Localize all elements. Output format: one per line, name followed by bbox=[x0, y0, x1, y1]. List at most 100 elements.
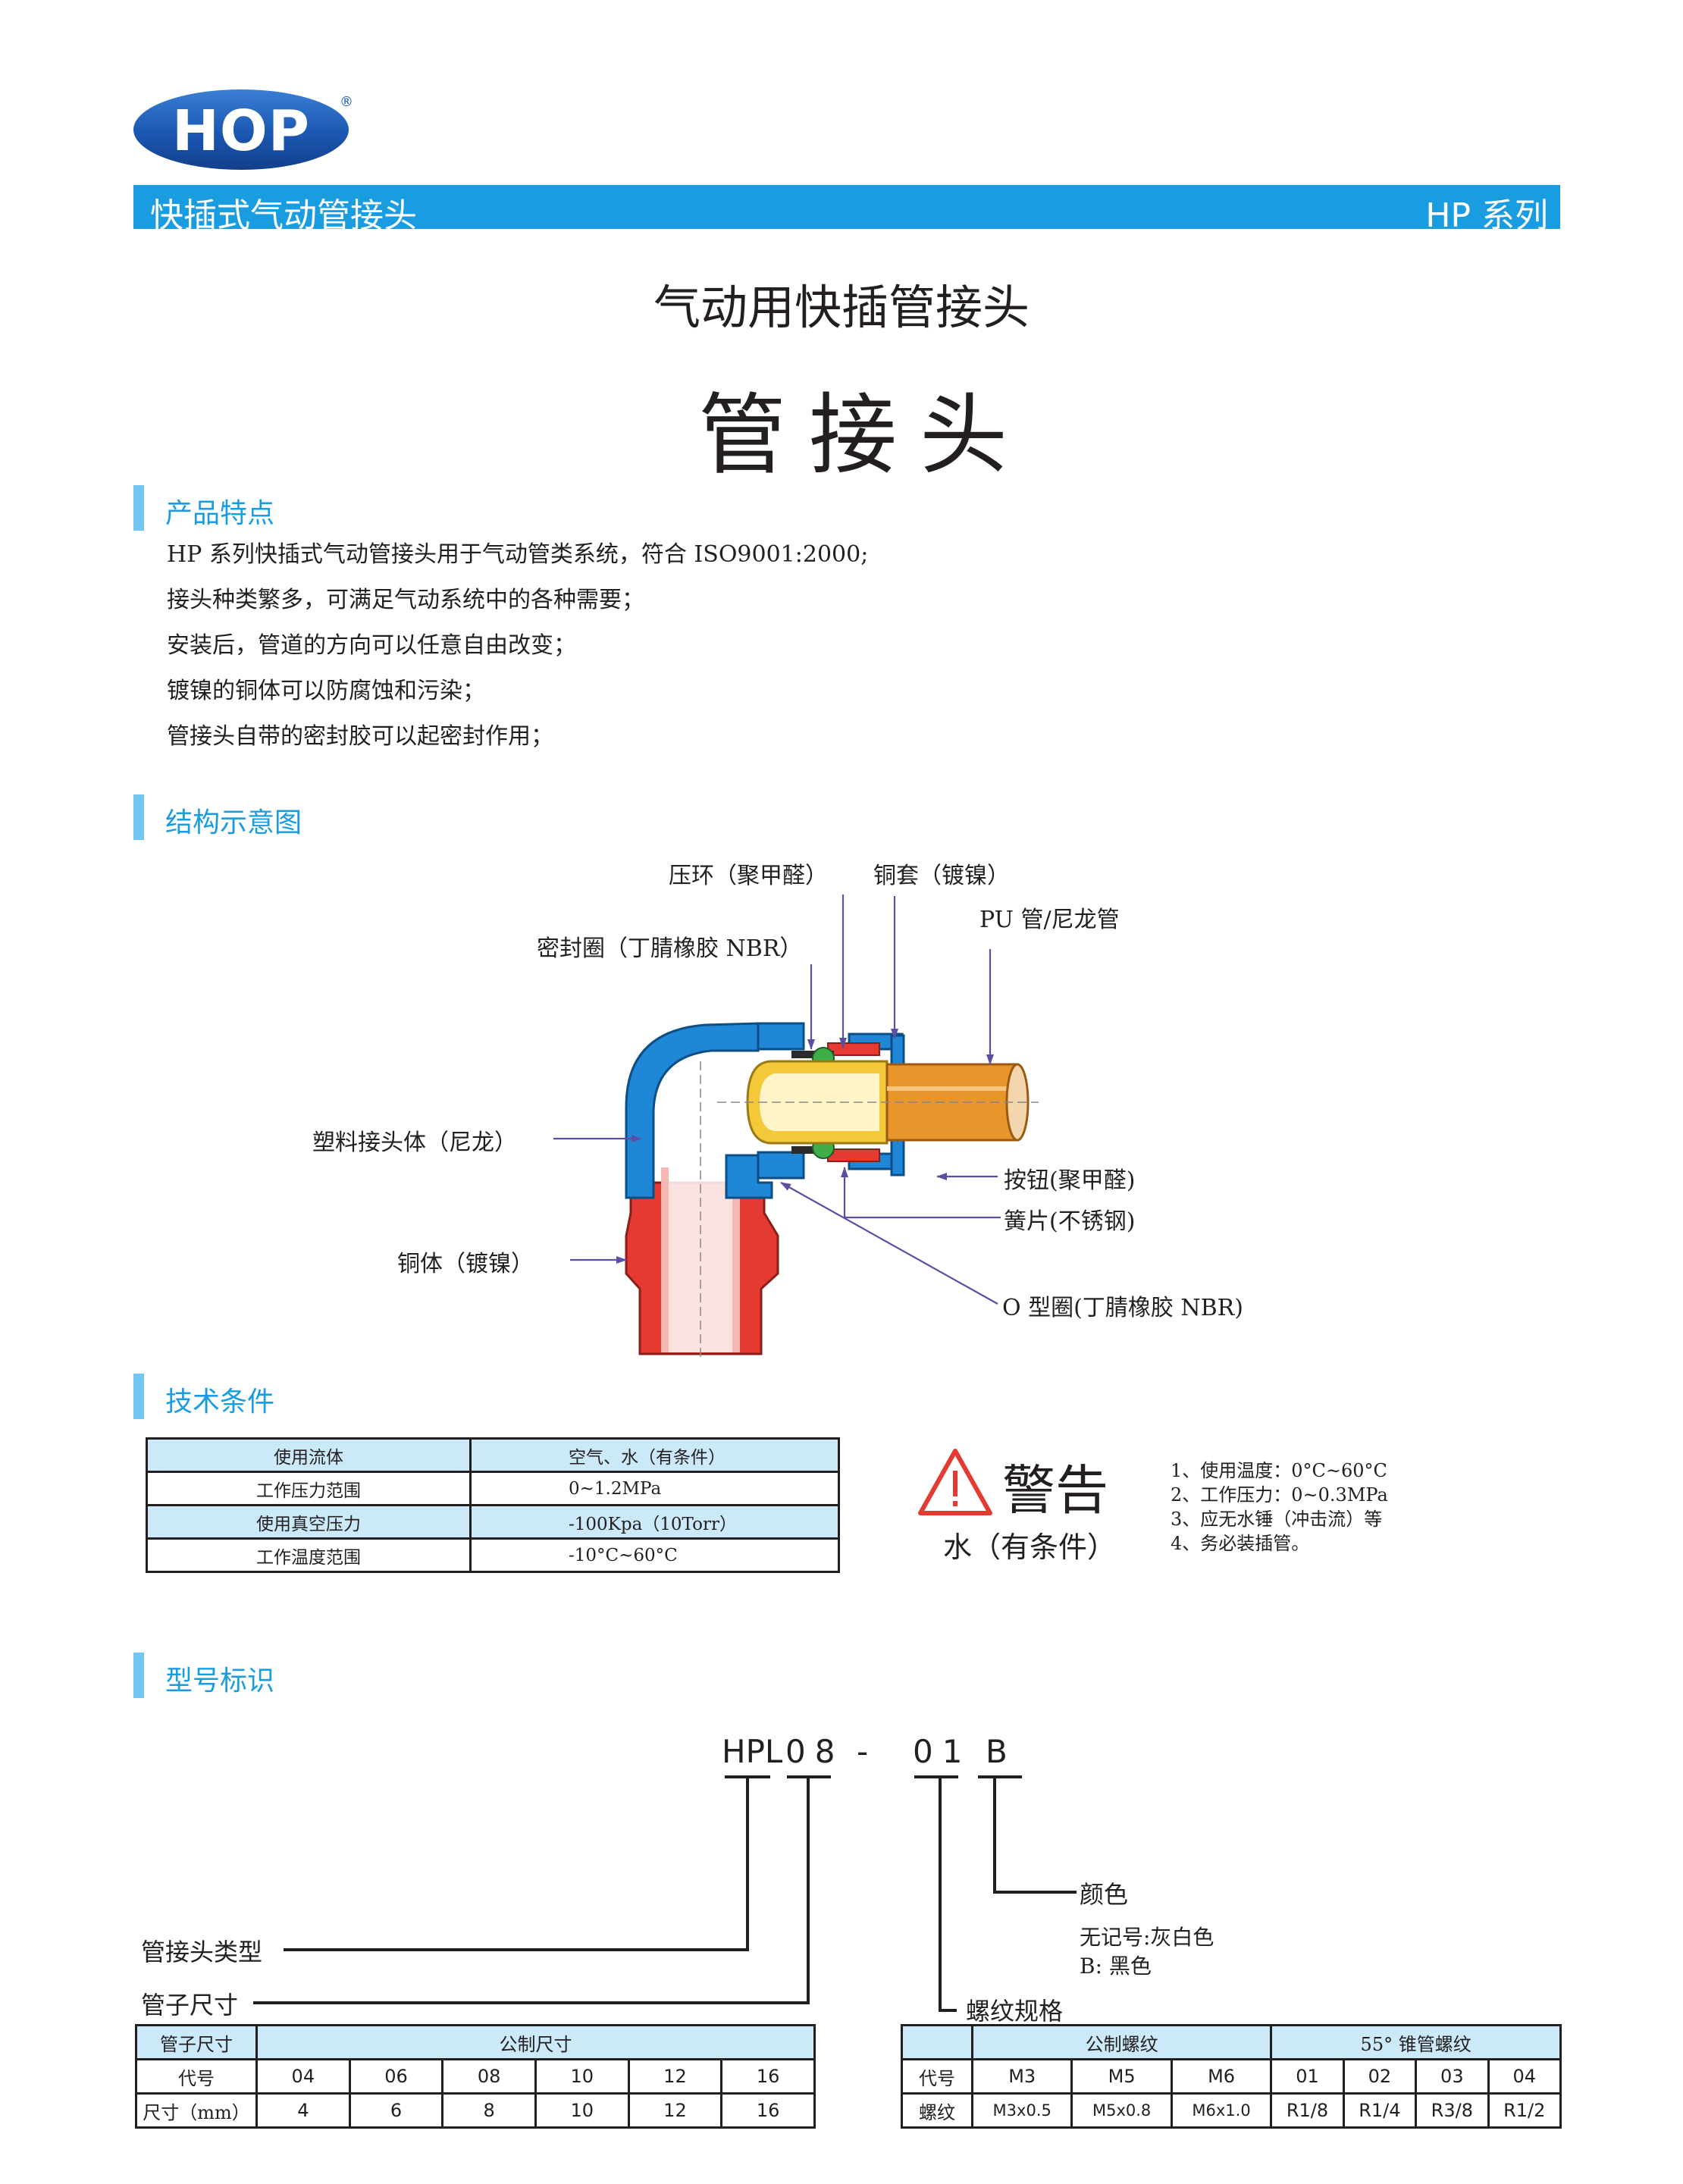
table-cell: R1/8 bbox=[1270, 2092, 1345, 2129]
table-cell: M5x0.8 bbox=[1070, 2092, 1173, 2129]
feature-item: HP 系列快插式气动管接头用于气动管类系统，符合 ISO9001:2000; bbox=[167, 541, 869, 568]
feature-item: 镀镍的铜体可以防腐蚀和污染； bbox=[167, 678, 485, 704]
table-header: 管子尺寸 bbox=[135, 2024, 258, 2060]
table-cell: 使用真空压力 bbox=[146, 1504, 472, 1540]
feature-item: 管接头自带的密封胶可以起密封作用； bbox=[167, 723, 553, 750]
table-cell: R1/2 bbox=[1487, 2092, 1562, 2129]
label-pu-tube: PU 管/尼龙管 bbox=[979, 907, 1120, 933]
feature-item: 接头种类繁多，可满足气动系统中的各种需要； bbox=[167, 587, 644, 613]
label-button: 按钮(聚甲醛) bbox=[1004, 1167, 1136, 1194]
table-row: 工作压力范围 0~1.2MPa bbox=[146, 1471, 840, 1506]
page-subtitle: 气动用快插管接头 bbox=[653, 280, 1030, 335]
table-row: 工作温度范围 -10°C~60°C bbox=[146, 1537, 840, 1573]
section-marker bbox=[133, 1374, 144, 1419]
table-header bbox=[901, 2024, 973, 2060]
tech-conditions-table: 使用流体 空气、水（有条件） 工作压力范围 0~1.2MPa 使用真空压力 -1… bbox=[146, 1437, 840, 1573]
table-cell: 03 bbox=[1415, 2058, 1490, 2095]
code-type: HPL bbox=[722, 1733, 783, 1770]
warning-note: 3、应无水锤（冲击流）等 bbox=[1171, 1509, 1383, 1530]
label-pipe-size: 管子尺寸 bbox=[141, 1991, 239, 2019]
section-title: 产品特点 bbox=[165, 498, 275, 529]
table-cell: M5 bbox=[1070, 2058, 1173, 2095]
code-color: B bbox=[986, 1733, 1008, 1770]
section-marker bbox=[133, 485, 144, 531]
table-cell: 代号 bbox=[135, 2058, 258, 2095]
table-cell: 10 bbox=[534, 2092, 630, 2129]
section-title: 技术条件 bbox=[165, 1387, 275, 1418]
table-cell: 尺寸（mm） bbox=[135, 2092, 258, 2129]
table-cell: 4 bbox=[255, 2092, 351, 2129]
code-dash: - bbox=[857, 1733, 869, 1770]
section-marker bbox=[133, 1653, 144, 1698]
code-thread: 01 bbox=[913, 1733, 972, 1770]
table-cell: 空气、水（有条件） bbox=[469, 1437, 840, 1473]
table-header: 公制尺寸 bbox=[255, 2024, 816, 2060]
table-cell: -10°C~60°C bbox=[469, 1537, 840, 1573]
table-cell: 04 bbox=[1487, 2058, 1562, 2095]
table-cell: -100Kpa（10Torr） bbox=[469, 1504, 840, 1540]
table-cell: 12 bbox=[627, 2058, 723, 2095]
logo-text: HOP bbox=[171, 99, 311, 164]
page-title: 管接头 bbox=[698, 384, 1030, 487]
thread-spec-table: 公制螺纹 55° 锥管螺纹 代号 M3 M5 M6 01 02 03 04 螺纹… bbox=[901, 2024, 1562, 2129]
table-cell: 16 bbox=[720, 2092, 816, 2129]
section-title: 结构示意图 bbox=[165, 807, 302, 838]
table-cell: M6x1.0 bbox=[1170, 2092, 1273, 2129]
table-cell: 工作压力范围 bbox=[146, 1471, 472, 1506]
label-color-none: 无记号:灰白色 bbox=[1080, 1925, 1214, 1950]
label-fitting-type: 管接头类型 bbox=[141, 1938, 263, 1966]
label-seal-ring: 密封圈（丁腈橡胶 NBR） bbox=[537, 935, 803, 962]
table-cell: 6 bbox=[348, 2092, 444, 2129]
section-marker bbox=[133, 794, 144, 840]
table-cell: R3/8 bbox=[1415, 2092, 1490, 2129]
pipe-size-table: 管子尺寸 公制尺寸 代号 04 06 08 10 12 16 尺寸（mm） 4 … bbox=[135, 2024, 816, 2129]
feature-item: 安装后，管道的方向可以任意自由改变； bbox=[167, 632, 576, 659]
table-row: 代号 M3 M5 M6 01 02 03 04 bbox=[901, 2058, 1562, 2095]
table-cell: 8 bbox=[441, 2092, 537, 2129]
table-row: 螺纹 M3x0.5 M5x0.8 M6x1.0 R1/8 R1/4 R3/8 R… bbox=[901, 2092, 1562, 2129]
table-row: 管子尺寸 公制尺寸 bbox=[135, 2024, 816, 2060]
label-plastic-body: 塑料接头体（尼龙） bbox=[312, 1130, 517, 1156]
header-series: HP 系列 bbox=[1425, 196, 1548, 235]
hop-logo: HOP ® bbox=[133, 89, 353, 170]
section-title: 型号标识 bbox=[165, 1665, 275, 1697]
label-copper-sleeve: 铜套（镀镍） bbox=[873, 863, 1010, 889]
label-color-b: B: 黑色 bbox=[1080, 1954, 1152, 1979]
label-o-ring: O 型圈(丁腈橡胶 NBR) bbox=[1002, 1295, 1243, 1321]
table-cell: R1/4 bbox=[1342, 2092, 1418, 2129]
table-cell: 12 bbox=[627, 2092, 723, 2129]
table-header: 55° 锥管螺纹 bbox=[1270, 2024, 1562, 2060]
label-thread-spec: 螺纹规格 bbox=[966, 1997, 1064, 2026]
table-cell: 0~1.2MPa bbox=[469, 1471, 840, 1506]
table-row: 公制螺纹 55° 锥管螺纹 bbox=[901, 2024, 1562, 2060]
warning-note: 1、使用温度：0°C~60°C bbox=[1171, 1460, 1387, 1481]
label-press-ring: 压环（聚甲醛） bbox=[669, 863, 828, 889]
copper-body-shape bbox=[625, 1167, 779, 1355]
table-cell: 工作温度范围 bbox=[146, 1537, 472, 1573]
table-cell: 16 bbox=[720, 2058, 816, 2095]
warning-note: 2、工作压力：0~0.3MPa bbox=[1171, 1484, 1388, 1506]
table-cell: 08 bbox=[441, 2058, 537, 2095]
table-cell: 01 bbox=[1270, 2058, 1345, 2095]
label-spring-plate: 簧片(不锈钢) bbox=[1004, 1208, 1136, 1235]
header-bar: 快插式气动管接头 HP 系列 bbox=[133, 185, 1560, 235]
table-cell: 使用流体 bbox=[146, 1437, 472, 1473]
table-cell: 代号 bbox=[901, 2058, 973, 2095]
table-row: 使用真空压力 -100Kpa（10Torr） bbox=[146, 1504, 840, 1540]
table-cell: 06 bbox=[348, 2058, 444, 2095]
code-size: 08 bbox=[785, 1733, 845, 1770]
table-cell: 04 bbox=[255, 2058, 351, 2095]
warning-note: 4、务必装插管。 bbox=[1171, 1533, 1310, 1554]
table-row: 使用流体 空气、水（有条件） bbox=[146, 1437, 840, 1473]
registered-mark: ® bbox=[340, 94, 353, 110]
table-row: 代号 04 06 08 10 12 16 bbox=[135, 2058, 816, 2095]
table-cell: M3x0.5 bbox=[970, 2092, 1073, 2129]
header-left-title: 快插式气动管接头 bbox=[150, 196, 417, 235]
table-cell: 02 bbox=[1342, 2058, 1418, 2095]
table-cell: 螺纹 bbox=[901, 2092, 973, 2129]
table-cell: M3 bbox=[970, 2058, 1073, 2095]
label-color: 颜色 bbox=[1080, 1880, 1129, 1909]
logo-oval bbox=[133, 89, 349, 170]
warning-subtitle: 水（有条件） bbox=[943, 1531, 1117, 1564]
table-cell: 10 bbox=[534, 2058, 630, 2095]
